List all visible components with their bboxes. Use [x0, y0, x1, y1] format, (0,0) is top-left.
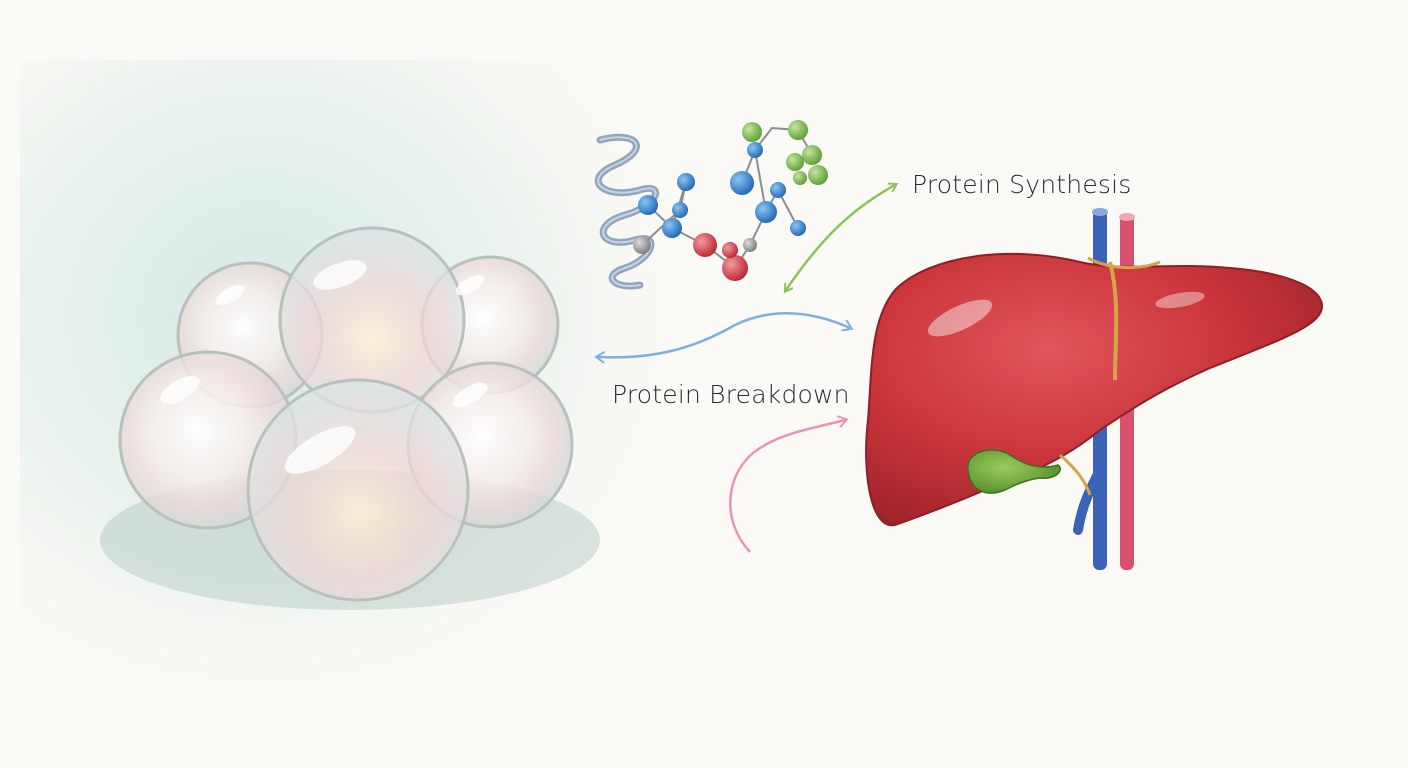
protein-breakdown-label: Protein Breakdown — [612, 380, 850, 409]
protein-synthesis-label: Protein Synthesis — [912, 170, 1132, 199]
